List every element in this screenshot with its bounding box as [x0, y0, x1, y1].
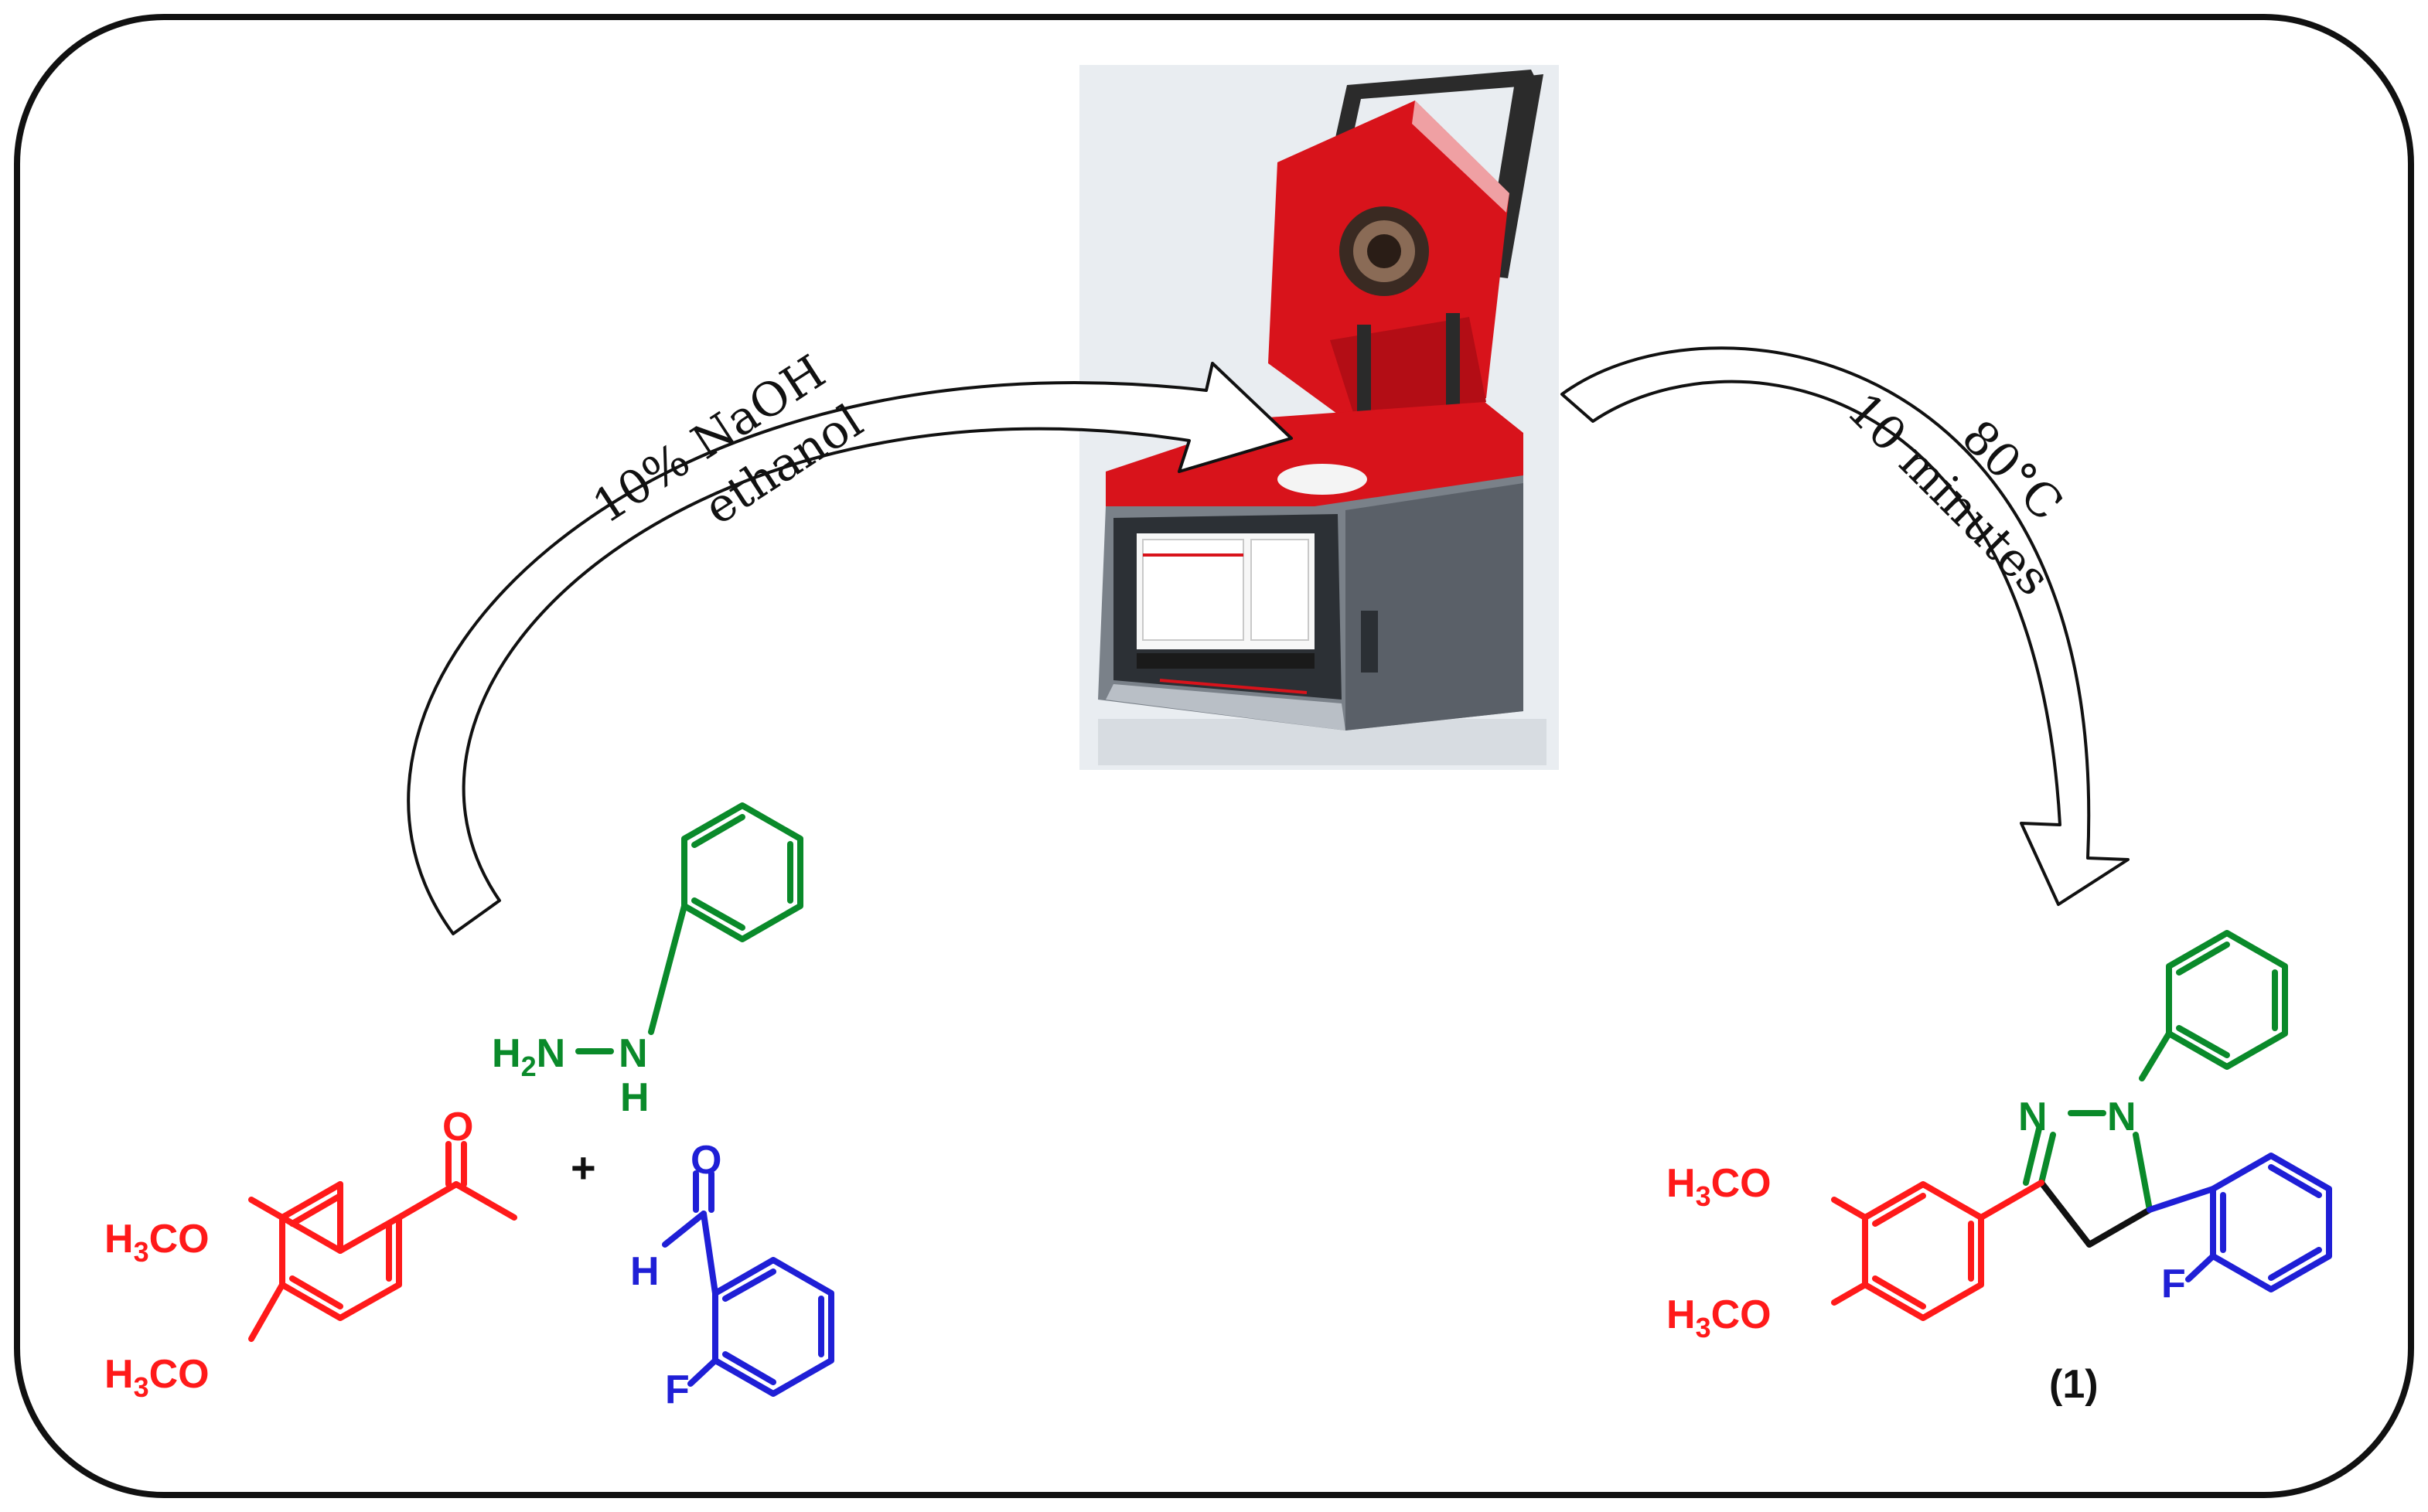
product-ome2-sub: 3	[1696, 1312, 1711, 1343]
acetophenone-ome2-h: H	[104, 1352, 134, 1397]
acetophenone-ome2-sub: 3	[134, 1371, 149, 1403]
product-structure: N N H3CO H3CO F (1)	[1666, 930, 2332, 1407]
acetophenone-ome2-tail: CO	[149, 1352, 210, 1397]
microwave-reactor-icon	[1079, 65, 1559, 770]
product-n2: N	[2107, 1095, 2136, 1139]
svg-text:H3CO: H3CO	[1666, 1292, 1772, 1343]
plus-sign: +	[571, 1143, 596, 1192]
phenylhydrazine-structure: H2N N H	[492, 802, 803, 1120]
acetophenone-ome1-h: H	[104, 1217, 134, 1262]
curved-arrow-right	[1560, 346, 2130, 906]
product-ome2-tail: CO	[1711, 1292, 1772, 1337]
hydrazine-h2n-n: N	[537, 1031, 566, 1076]
product-ome1-sub: 3	[1696, 1180, 1711, 1212]
aldehyde-h: H	[630, 1249, 660, 1294]
aldehyde-carbonyl-o: O	[691, 1138, 721, 1183]
svg-text:H3CO: H3CO	[1666, 1161, 1772, 1212]
product-ome1-tail: CO	[1711, 1161, 1772, 1206]
hydrazine-h2n-sub: 2	[521, 1051, 537, 1082]
acetophenone-ome1-tail: CO	[149, 1217, 210, 1262]
acetophenone-carbonyl-o: O	[442, 1105, 473, 1149]
svg-text:H3CO: H3CO	[104, 1217, 210, 1268]
acetophenone-structure: O H3CO H3CO	[104, 1105, 517, 1403]
hydrazine-h2n-h: H	[492, 1031, 521, 1076]
fluorobenzaldehyde-structure: O H F	[630, 1138, 834, 1412]
curved-arrow-left	[407, 362, 1293, 935]
product-ome2-h: H	[1666, 1292, 1696, 1337]
product-label: (1)	[2049, 1362, 2099, 1407]
hydrazine-nh-n: N	[619, 1031, 648, 1076]
product-fluoro: F	[2161, 1262, 2186, 1306]
hydrazine-nh-h: H	[620, 1075, 650, 1120]
aldehyde-fluoro: F	[665, 1367, 690, 1412]
svg-text:H3CO: H3CO	[104, 1352, 210, 1403]
product-n1: N	[2018, 1095, 2048, 1139]
acetophenone-ome1-sub: 3	[134, 1236, 149, 1268]
product-ome1-h: H	[1666, 1161, 1696, 1206]
svg-text:H2N: H2N	[492, 1031, 565, 1082]
